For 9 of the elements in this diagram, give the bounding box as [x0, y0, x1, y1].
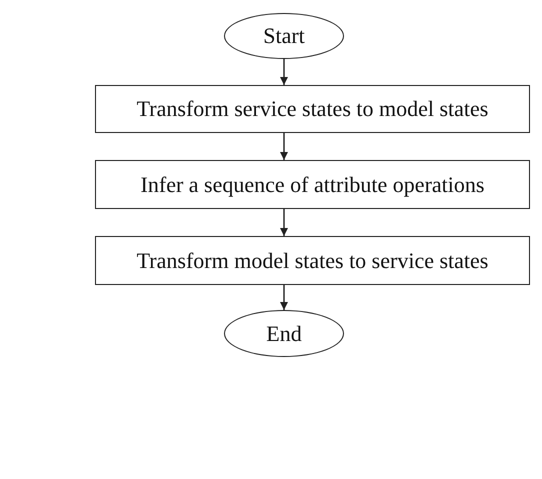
arrow	[280, 133, 288, 160]
process-box: Infer a sequence of attribute operations	[95, 160, 530, 209]
terminal-oval: Start	[224, 13, 344, 59]
process-box: Transform service states to model states	[95, 85, 530, 133]
arrow	[280, 209, 288, 236]
arrow	[280, 59, 288, 85]
process-box: Transform model states to service states	[95, 236, 530, 285]
terminal-oval: End	[224, 310, 344, 357]
arrow	[280, 285, 288, 310]
